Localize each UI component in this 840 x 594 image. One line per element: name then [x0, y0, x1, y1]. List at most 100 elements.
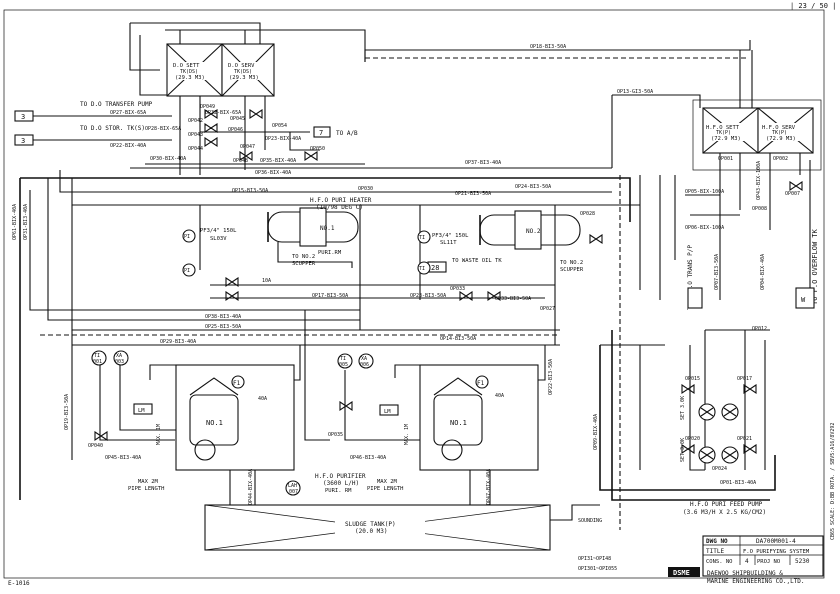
ref-box-3c: [687, 287, 703, 309]
valve-op044: OP044: [188, 146, 203, 152]
valve-op047: OP047: [240, 144, 255, 150]
to-hfo-trans-pp: TO H.F.O TRANS P/P: [687, 245, 694, 310]
hfo-purifier-room-1: NO.1 F1 40A: [175, 364, 295, 471]
logo-text: DSME: [673, 569, 690, 577]
valve-op024: OP024: [712, 466, 727, 472]
hfo-puri-heater-2: NO.2: [479, 210, 581, 250]
to-waste-oil-tk: TO WASTE OIL TK: [452, 258, 502, 264]
steam-trap-2: PF3/4" 150L: [432, 233, 469, 239]
svg-text:PI: PI: [184, 268, 190, 274]
pipe-label-op45: OP45-BI3-40A: [105, 455, 141, 461]
pump-set-2: SET 3.0K: [680, 438, 686, 462]
title-block: DWG NO DA700M001-4 TITLE F.O PURIFYING S…: [702, 535, 824, 577]
pipe-label-op37: OP37-BI3-40A: [465, 160, 501, 166]
pipe-label-op47: OP47-BIX-40A: [486, 469, 492, 505]
steam-trap-1b: SL03V: [210, 236, 227, 242]
to-scupper-1b: SCUPPER: [292, 261, 316, 267]
do-sett-volume: (29.3 M3): [175, 75, 205, 81]
feed-pump-1[interactable]: [698, 403, 739, 421]
svg-text:003: 003: [115, 359, 124, 365]
hfo-serv-label: H.F.O SERV: [762, 125, 796, 131]
hfo-serv-volume: (72.9 M3): [766, 136, 796, 142]
sludge-tank-volume: (20.0 M3): [355, 528, 388, 535]
ref-w: W: [801, 296, 806, 304]
feed-pump-2[interactable]: [698, 446, 739, 464]
svg-text:001: 001: [93, 359, 102, 365]
valve-op015: OP015: [685, 376, 700, 382]
valve-op008: OP008: [752, 206, 767, 212]
steam-trap-1: PF3/4" 150L: [200, 228, 237, 234]
svg-text:TI: TI: [419, 266, 425, 272]
valve-op035: OP035: [328, 432, 343, 438]
hfo-serv-tank: H.F.O SERV TK(P) (72.9 M3): [757, 107, 814, 154]
valve-glyphs[interactable]: [94, 180, 803, 455]
pipe-label-op23b: OP23-BI3-50A: [410, 293, 446, 299]
ref-7: 7: [319, 129, 323, 137]
purifier-room: PURI. RM: [325, 488, 352, 494]
pipe-label-op22: OP22-BIX-40A: [110, 143, 146, 149]
purifier-2-size: 40A: [495, 393, 504, 399]
valve-op054: OP054: [272, 123, 287, 129]
purifier-2-tag: NO.1: [450, 419, 467, 427]
pipe-label-op14: OP14-BI3-50A: [440, 336, 476, 342]
ref-box-3a: [14, 110, 34, 122]
instrument-pi-002: PI: [182, 263, 196, 277]
pipe-label-op44: OP44-BIX-40A: [248, 469, 254, 505]
valve-op027: OP027: [540, 306, 555, 312]
to-scupper-2: TO NO.2: [560, 260, 583, 266]
instrument-pi-001: PI: [182, 229, 196, 243]
valve-op017: OP017: [737, 376, 752, 382]
pipe-label-op28: OP28-BIX-65A: [145, 126, 181, 132]
purifier-2-f: F1: [477, 380, 485, 387]
lm-1: LM: [138, 408, 145, 414]
size-10a: 10A: [262, 278, 271, 284]
valve-op002: OP002: [773, 156, 788, 162]
pipe-label-op35: OP35-BIX-40A: [260, 158, 296, 164]
pipe-label-op23: OP23-BIX-40A: [265, 136, 301, 142]
svg-text:TI: TI: [419, 235, 425, 241]
hfo-sett-code: TK(P): [716, 130, 731, 136]
do-serv-label: D.O SERV: [228, 63, 255, 69]
valve-op040: OP040: [88, 443, 103, 449]
svg-text:006: 006: [360, 362, 369, 368]
heater-1-tag: NO.1: [320, 225, 335, 232]
max-pipe-1: MAX 2M: [138, 479, 159, 485]
do-sett-tank: D.O SETT TK(DS) (29.3 M3): [166, 43, 223, 97]
ref-3b: 3: [21, 137, 25, 145]
max-pipe-2: MAX 2M: [377, 479, 398, 485]
svg-text:TI: TI: [94, 353, 100, 359]
heater-temp: (10/98 DEG C): [316, 204, 363, 211]
valve-op028: OP028: [580, 211, 595, 217]
pipe-label-op22b: OP22-BI3-50A: [548, 359, 554, 395]
svg-text:XA: XA: [116, 353, 122, 359]
pipe-label-op07: OP07-BI3-50A: [714, 254, 720, 290]
cons-value: 4: [745, 558, 749, 565]
hfo-sett-volume: (72.9 M3): [711, 136, 741, 142]
valve-op020: OP020: [685, 436, 700, 442]
pipe-label-op21: OP21-BI3-50A: [455, 191, 491, 197]
heater-title: H.F.O PURI HEATER: [310, 197, 372, 204]
ref-28: 28: [431, 264, 439, 272]
company-name-1: DAEWOO SHIPBUILDING &: [707, 570, 783, 577]
hfo-sett-tank: H.F.O SETT TK(P) (72.9 M3): [702, 107, 759, 154]
company-name-2: MARINE ENGINEERING CO.,LTD.: [707, 578, 805, 585]
pipe-label-op19: OP19-BI3-50A: [64, 394, 70, 430]
pipe-label-op32: OP32-BIX-65A: [205, 110, 241, 116]
pipe-label-op33: OP33-BI3-50A: [495, 296, 531, 302]
pipe-label-op05: OP05-BIX-100A: [685, 189, 724, 195]
proj-label: PROJ NO: [757, 559, 780, 565]
pipe-label-op06: OP06-BIX-100A: [685, 225, 724, 231]
to-ab: TO A/B: [336, 130, 358, 137]
ref-3a: 3: [21, 113, 25, 121]
pipe-label-op29: OP29-BI3-40A: [160, 339, 196, 345]
pipe-label-op24: OP24-BI3-50A: [515, 184, 551, 190]
do-valve-stack[interactable]: [179, 96, 318, 175]
pipe-label-op38: OP38-BI3-40A: [205, 314, 241, 320]
svg-text:007: 007: [289, 489, 298, 495]
svg-text:LAH: LAH: [288, 483, 297, 489]
